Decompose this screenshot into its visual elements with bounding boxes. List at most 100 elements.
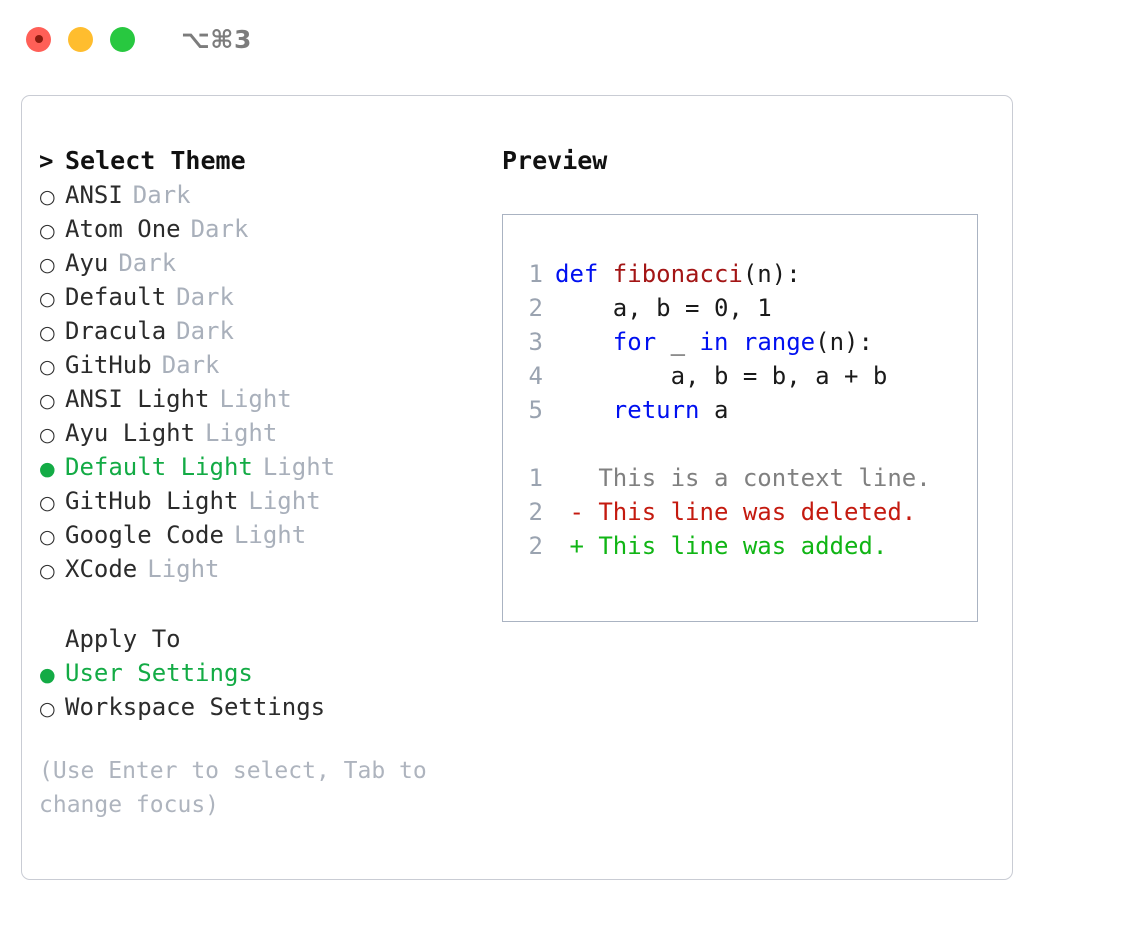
- theme-name: ANSI Light: [65, 385, 210, 413]
- theme-name: XCode: [65, 555, 138, 583]
- line-number: 2: [528, 532, 543, 560]
- theme-category: Light: [248, 487, 321, 515]
- code-line: 1 def fibonacci(n):: [517, 257, 931, 291]
- code-token: _: [656, 328, 700, 356]
- code-token: a, b = b, a + b: [555, 362, 888, 390]
- theme-category: Dark: [118, 249, 177, 277]
- theme-list-item[interactable]: ● Default Light Light: [39, 450, 489, 484]
- theme-category: Light: [205, 419, 278, 447]
- code-blank-line: [517, 427, 931, 461]
- prompt-caret-icon: >: [39, 147, 54, 175]
- close-button[interactable]: [26, 26, 51, 52]
- diff-line: 1 This is a context line.: [517, 461, 931, 495]
- code-token: (n):: [815, 328, 873, 356]
- apply-to-option[interactable]: ○ Workspace Settings: [39, 690, 489, 724]
- radio-unselected-icon: ○: [39, 254, 56, 276]
- theme-name: Google Code: [65, 521, 224, 549]
- theme-list-item[interactable]: ○ ANSI Light Light: [39, 382, 489, 416]
- theme-list-item[interactable]: ○ Default Dark: [39, 280, 489, 314]
- line-number: 4: [528, 362, 543, 390]
- theme-category: Light: [233, 521, 307, 549]
- code-token: This is a context line.: [555, 464, 931, 492]
- theme-category: Dark: [132, 181, 191, 209]
- radio-unselected-icon: ○: [39, 220, 56, 242]
- theme-list-item[interactable]: ○ GitHub Dark: [39, 348, 489, 382]
- maximize-button[interactable]: [110, 26, 135, 52]
- theme-list-item[interactable]: ○ ANSI Dark: [39, 178, 489, 212]
- code-token: - This line was deleted.: [555, 498, 917, 526]
- title-bar: ⌥⌘3: [0, 0, 1140, 78]
- apply-to-label: Workspace Settings: [65, 693, 326, 721]
- theme-category: Dark: [176, 317, 234, 345]
- line-number: 1: [528, 464, 543, 492]
- theme-category: Dark: [190, 215, 249, 243]
- theme-list-item[interactable]: ○ Ayu Light Light: [39, 416, 489, 450]
- theme-name: Ayu Light: [65, 419, 196, 447]
- theme-name: GitHub: [65, 351, 152, 379]
- line-number: 2: [528, 498, 543, 526]
- keyboard-hint: (Use Enter to select, Tab to change focu…: [39, 758, 441, 818]
- radio-unselected-icon: ○: [39, 698, 56, 720]
- theme-name: Default Light: [65, 453, 253, 481]
- theme-name: Default: [65, 283, 167, 311]
- radio-unselected-icon: ○: [39, 322, 56, 344]
- diff-line: 2 - This line was deleted.: [517, 495, 931, 529]
- radio-unselected-icon: ○: [39, 492, 56, 514]
- code-token: return: [612, 396, 700, 424]
- code-token: def: [555, 260, 613, 288]
- apply-to-list: ●User Settings ○ Workspace Settings: [39, 656, 489, 724]
- code-token: [555, 393, 613, 427]
- theme-category: Dark: [161, 351, 220, 379]
- theme-list-item[interactable]: ○ Atom One Dark: [39, 212, 489, 246]
- theme-category: Light: [147, 555, 220, 583]
- section-spacer: [39, 586, 489, 622]
- keyboard-shortcut-label: ⌥⌘3: [181, 24, 252, 54]
- theme-category: Light: [262, 453, 336, 481]
- code-token: + This line was added.: [555, 532, 888, 560]
- line-number: 2: [528, 294, 543, 322]
- radio-unselected-icon: ○: [39, 186, 56, 208]
- code-token: (n):: [742, 260, 801, 288]
- theme-category: Light: [219, 385, 292, 413]
- theme-name: Dracula: [65, 317, 167, 345]
- theme-name: ANSI: [65, 181, 123, 209]
- code-line: 3 for _ in range(n):: [517, 325, 931, 359]
- code-token: a: [699, 396, 729, 424]
- diff-line: 2 + This line was added.: [517, 529, 931, 563]
- line-number: 1: [528, 260, 543, 288]
- code-token: for: [612, 328, 657, 356]
- code-line: 2 a, b = 0, 1: [517, 291, 931, 325]
- radio-unselected-icon: ○: [39, 560, 56, 582]
- apply-to-option[interactable]: ●User Settings: [39, 656, 489, 690]
- page-title: Select Theme: [65, 146, 246, 175]
- theme-category: Dark: [176, 283, 234, 311]
- code-line: 5 return a: [517, 393, 931, 427]
- code-token: [728, 325, 742, 359]
- apply-to-label: User Settings: [65, 659, 253, 687]
- apply-to-title: Apply To: [65, 625, 181, 653]
- radio-selected-icon: ●: [39, 458, 56, 480]
- radio-unselected-icon: ○: [39, 288, 56, 310]
- theme-list-item[interactable]: ○ Dracula Dark: [39, 314, 489, 348]
- code-token: a, b = 0, 1: [555, 294, 772, 322]
- theme-picker-header: > Select Theme: [39, 144, 489, 178]
- radio-unselected-icon: ○: [39, 424, 56, 446]
- radio-unselected-icon: ○: [39, 390, 56, 412]
- radio-unselected-icon: ○: [39, 356, 56, 378]
- theme-list-item[interactable]: ○ XCode Light: [39, 552, 489, 586]
- code-token: fibonacci: [612, 260, 743, 288]
- theme-name: Atom One: [65, 215, 181, 243]
- preview-title: Preview: [502, 146, 608, 175]
- minimize-button[interactable]: [68, 26, 93, 52]
- window-controls: [26, 26, 135, 52]
- line-number: 5: [528, 396, 543, 424]
